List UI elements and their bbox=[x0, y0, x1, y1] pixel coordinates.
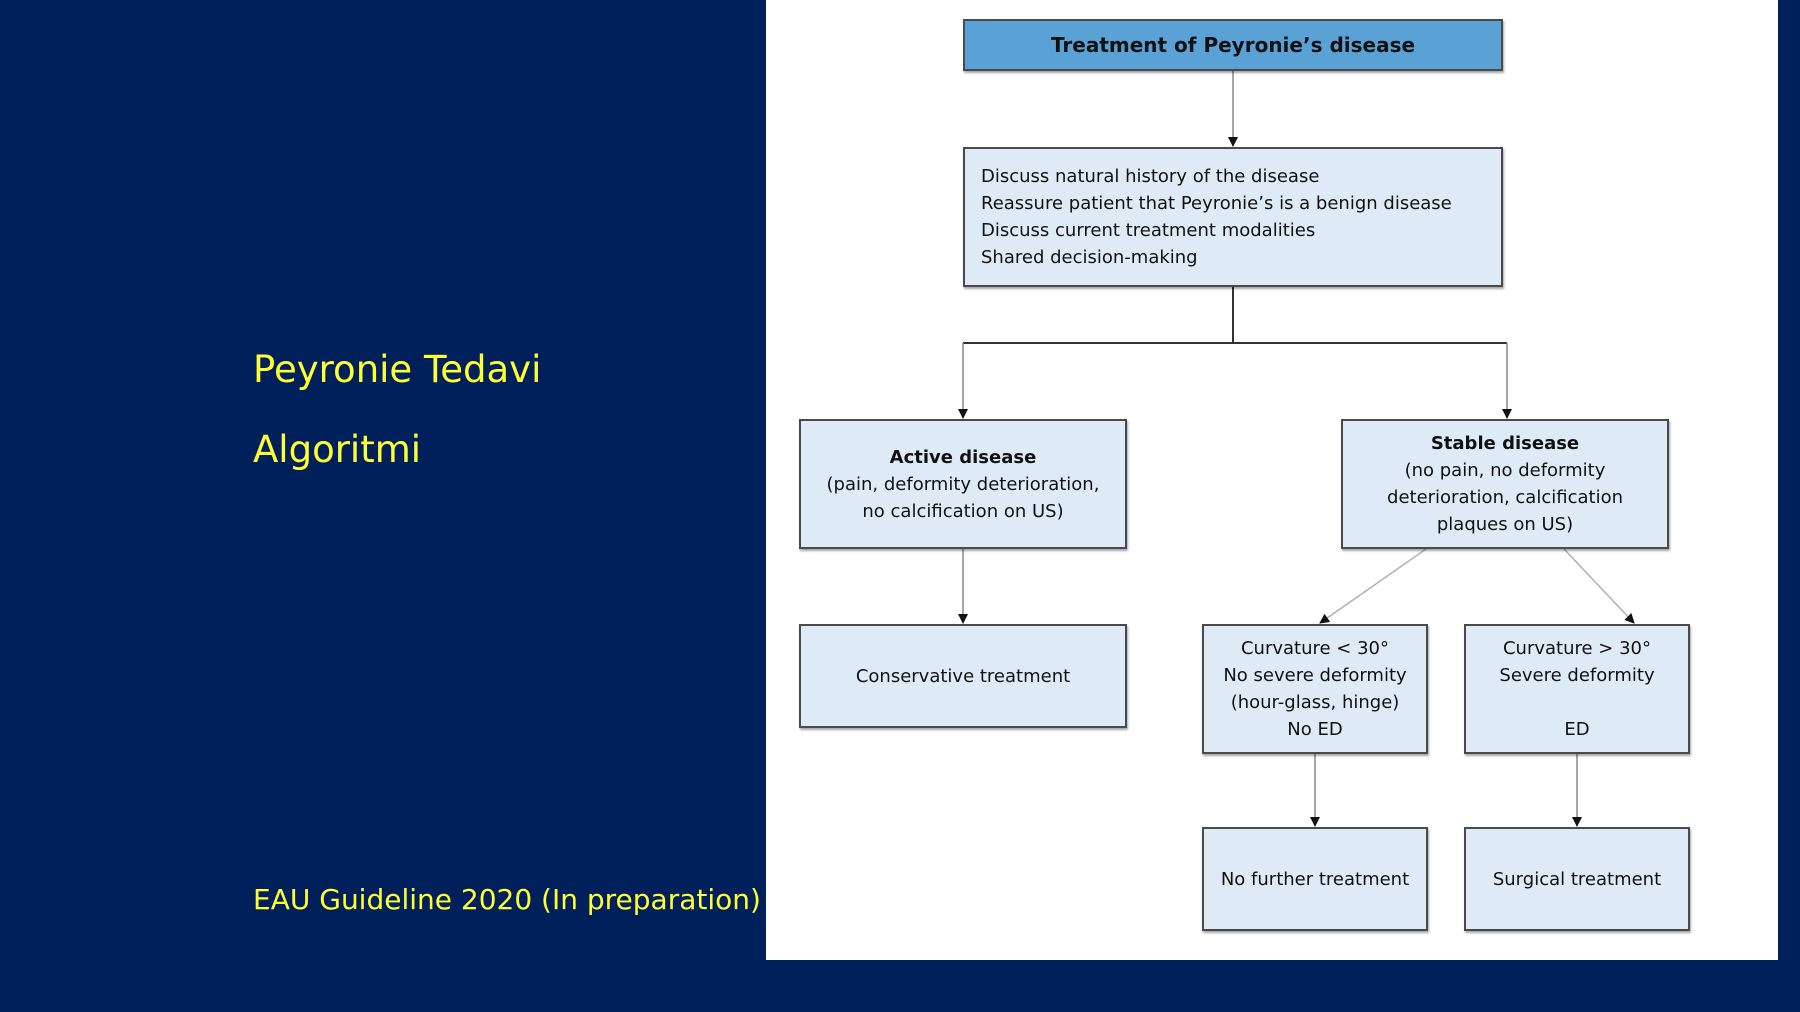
node-discuss: Discuss natural history of the disease R… bbox=[963, 147, 1503, 287]
discuss-line: Discuss natural history of the disease bbox=[981, 166, 1320, 187]
node-no-further-treatment: No further treatment bbox=[1202, 827, 1428, 931]
node-curvature-greater-30: Curvature > 30° Severe deformity ED bbox=[1464, 624, 1690, 754]
slide-title-line-2: Algoritmi bbox=[253, 428, 422, 471]
active-disease-line: no calcification on US) bbox=[862, 500, 1064, 522]
node-treatment-title-label: Treatment of Peyronie’s disease bbox=[1050, 32, 1416, 57]
flowchart-panel: Treatment of Peyronie’s disease Discuss … bbox=[766, 0, 1778, 960]
source-citation: EAU Guideline 2020 (In preparation) bbox=[253, 883, 761, 916]
node-treatment-title: Treatment of Peyronie’s disease bbox=[963, 19, 1503, 71]
stable-disease-line: (no pain, no deformity bbox=[1404, 460, 1606, 481]
active-disease-title: Active disease bbox=[889, 446, 1037, 468]
flowchart-connectors bbox=[958, 71, 1635, 827]
active-disease-line: (pain, deformity deterioration, bbox=[826, 473, 1100, 495]
node-conservative-treatment: Conservative treatment bbox=[799, 624, 1127, 728]
stable-disease-line: deterioration, calcification bbox=[1387, 487, 1623, 508]
node-active-disease: Active disease (pain, deformity deterior… bbox=[799, 419, 1127, 549]
edge-stable-to-curvature-gt bbox=[1563, 548, 1635, 624]
node-surgical-treatment: Surgical treatment bbox=[1464, 827, 1690, 931]
curvature-less-line: Curvature < 30° bbox=[1240, 638, 1390, 659]
stable-disease-line: plaques on US) bbox=[1436, 514, 1574, 535]
surgical-treatment-label: Surgical treatment bbox=[1492, 868, 1662, 890]
no-further-treatment-label: No further treatment bbox=[1220, 868, 1410, 890]
curvature-less-line: No severe deformity bbox=[1223, 665, 1407, 686]
edge-stable-to-curvature-lt bbox=[1319, 548, 1427, 624]
slide-title-line-1: Peyronie Tedavi bbox=[253, 348, 542, 391]
discuss-line: Shared decision-making bbox=[981, 247, 1198, 268]
curvature-greater-line: Curvature > 30° bbox=[1502, 638, 1652, 659]
curvature-less-line: (hour-glass, hinge) bbox=[1230, 692, 1400, 713]
node-stable-disease: Stable disease (no pain, no deformity de… bbox=[1341, 419, 1669, 549]
discuss-line: Discuss current treatment modalities bbox=[981, 220, 1316, 241]
conservative-treatment-label: Conservative treatment bbox=[855, 665, 1071, 687]
node-curvature-less-30: Curvature < 30° No severe deformity (hou… bbox=[1202, 624, 1428, 754]
discuss-line: Reassure patient that Peyronie’s is a be… bbox=[981, 193, 1452, 214]
curvature-less-line: No ED bbox=[1287, 719, 1343, 740]
curvature-greater-line: ED bbox=[1564, 719, 1590, 740]
curvature-greater-line: Severe deformity bbox=[1499, 665, 1655, 686]
stable-disease-title: Stable disease bbox=[1430, 433, 1580, 454]
